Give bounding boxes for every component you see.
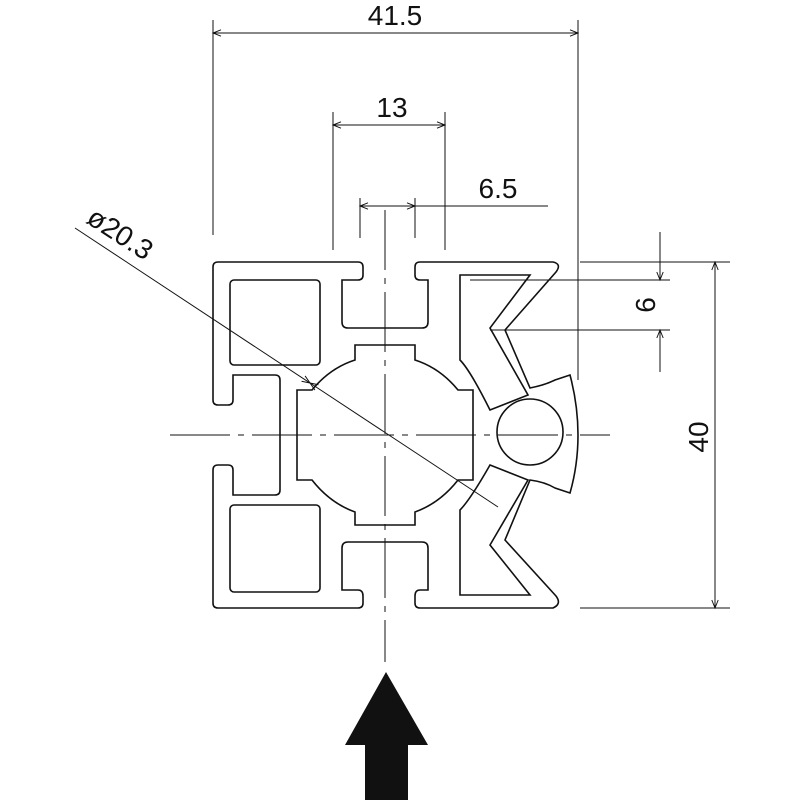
label-6-5: 6.5 [479,173,518,204]
dimension-groove-depth: 6 [470,232,730,372]
dimension-half-slot: 6.5 [358,173,548,238]
label-40: 40 [683,421,714,452]
dimension-slot-width: 13 [331,92,447,250]
label-6: 6 [630,297,661,313]
label-41-5: 41.5 [368,0,423,31]
dimension-overall-height: 40 [580,260,730,610]
view-direction-arrow-icon [345,672,428,800]
label-diameter: ø20.3 [82,201,159,266]
dimension-overall-width: 41.5 [211,0,580,380]
label-13: 13 [376,92,407,123]
center-lines [170,210,610,662]
